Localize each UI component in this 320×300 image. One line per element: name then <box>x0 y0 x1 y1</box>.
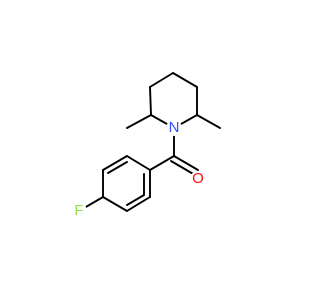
bond-ar4-ar5 <box>102 196 128 212</box>
bond-ar2-ar3 <box>102 155 128 171</box>
oxygen-atom-label: O <box>192 170 204 187</box>
bond-aromatic-inner-1 <box>107 161 128 174</box>
bond-carbonyl-aryl <box>149 155 175 171</box>
bond-c2-methyl <box>126 114 152 129</box>
fluorine-label-bg <box>71 203 87 219</box>
bond-ar1-ar2 <box>126 155 151 171</box>
bond-ar5-ar6 <box>126 196 151 212</box>
bond-c4-c5 <box>172 72 198 88</box>
bond-layer <box>78 72 221 212</box>
bond-carbonyl-o-1 <box>173 155 199 171</box>
bond-c6-methyl <box>196 114 221 129</box>
atom-label-layer: N O F <box>71 119 206 219</box>
bond-aromatic-inner-2 <box>126 194 145 206</box>
oxygen-label-bg <box>190 171 206 187</box>
bond-c3-c4 <box>149 72 174 88</box>
nitrogen-atom-label: N <box>169 119 180 136</box>
fluorine-atom-label: F <box>74 202 83 219</box>
nitrogen-label-bg <box>166 120 182 136</box>
bond-c2-c3 <box>149 86 152 116</box>
molecule-canvas: N O F <box>71 72 221 219</box>
bond-carbonyl-o-2 <box>170 160 196 176</box>
molecule-structure: N O F <box>71 72 221 219</box>
